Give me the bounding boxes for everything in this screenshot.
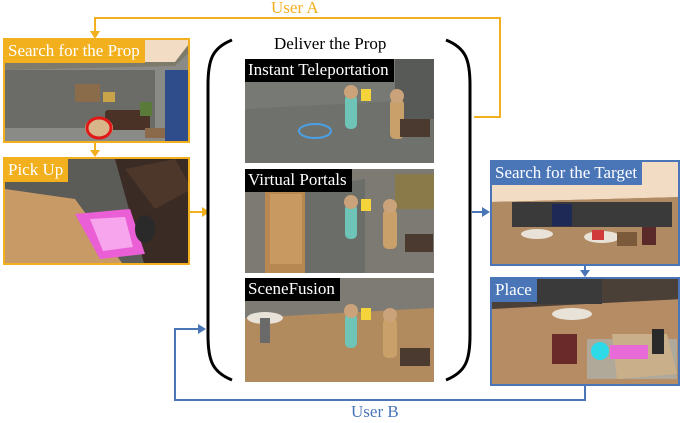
place-panel: Place [490,277,680,386]
user-b-label: User B [351,402,399,421]
search-target-panel: Search for the Target [490,160,680,266]
method-instant-teleportation-label: Instant Teleportation [245,59,394,82]
search-prop-panel: Search for the Prop [3,38,190,143]
search-target-label: Search for the Target [492,162,643,185]
method-virtual-portals-label: Virtual Portals [245,169,352,192]
method-virtual-portals-panel: Virtual Portals [245,169,434,273]
target-to-place-arrowhead [580,270,590,277]
pick-up-scene [5,159,188,263]
method-scenefusion-panel: SceneFusion [245,278,434,382]
user-b-loop-arrowhead [198,324,206,334]
search-to-pickup-arrowhead [90,150,100,157]
left-bracket [206,38,233,382]
deliver-to-target-arrowhead [482,207,490,217]
pick-up-label: Pick Up [5,159,69,182]
place-label: Place [492,279,537,302]
method-scenefusion-label: SceneFusion [245,278,340,301]
user-a-label: User A [271,0,319,17]
method-instant-teleportation-panel: Instant Teleportation [245,59,434,163]
right-bracket [445,38,472,382]
pickup-to-deliver-arrowhead [202,207,210,217]
deliver-title: Deliver the Prop [274,34,387,53]
search-prop-label: Search for the Prop [5,40,145,63]
pick-up-panel: Pick Up [3,157,190,265]
search-prop-scene [5,40,188,141]
